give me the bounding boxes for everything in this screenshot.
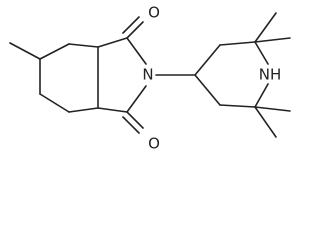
bond-c2-c3 bbox=[39, 43, 70, 60]
bond-co-bottom-b bbox=[122, 116, 140, 134]
bond-carbonyl-bottom-c6 bbox=[97, 107, 128, 113]
bond-c1-carbonyl-top bbox=[97, 37, 128, 48]
bond-c5-c6 bbox=[68, 107, 99, 113]
bond-n-carbonyl-bottom bbox=[126, 85, 147, 113]
bond-c1-c2 bbox=[68, 43, 99, 48]
bond-co-top-a bbox=[126, 21, 144, 39]
atom-label-o-bottom: O bbox=[148, 135, 160, 153]
structure-diagram: O O N NH bbox=[9, 4, 291, 153]
bond-methyl bbox=[9, 42, 41, 60]
bond-pip-n-c6 bbox=[254, 83, 269, 108]
bond-pip-c4-c3 bbox=[194, 44, 221, 76]
bond-pip-c3-c2 bbox=[219, 41, 256, 46]
bond-me-bottom-2 bbox=[254, 106, 277, 138]
bond-pip-c6-c5 bbox=[219, 104, 256, 108]
atom-label-o-top: O bbox=[148, 4, 160, 22]
atom-label-nh: NH bbox=[259, 66, 282, 84]
bond-me-bottom-1 bbox=[254, 106, 291, 112]
structure-svg: O O N NH bbox=[9, 4, 291, 153]
bond-carbonyl-top-n bbox=[126, 37, 147, 65]
bond-c4-c5 bbox=[39, 93, 70, 113]
atom-label-n-imide: N bbox=[142, 66, 153, 84]
bond-me-top-2 bbox=[254, 37, 291, 43]
bond-me-top-1 bbox=[254, 12, 277, 43]
bond-pip-c5-c4 bbox=[194, 74, 221, 106]
bond-pip-c2-n bbox=[254, 41, 269, 65]
bond-co-bottom-a bbox=[126, 111, 144, 129]
bond-co-top-b bbox=[122, 16, 140, 34]
